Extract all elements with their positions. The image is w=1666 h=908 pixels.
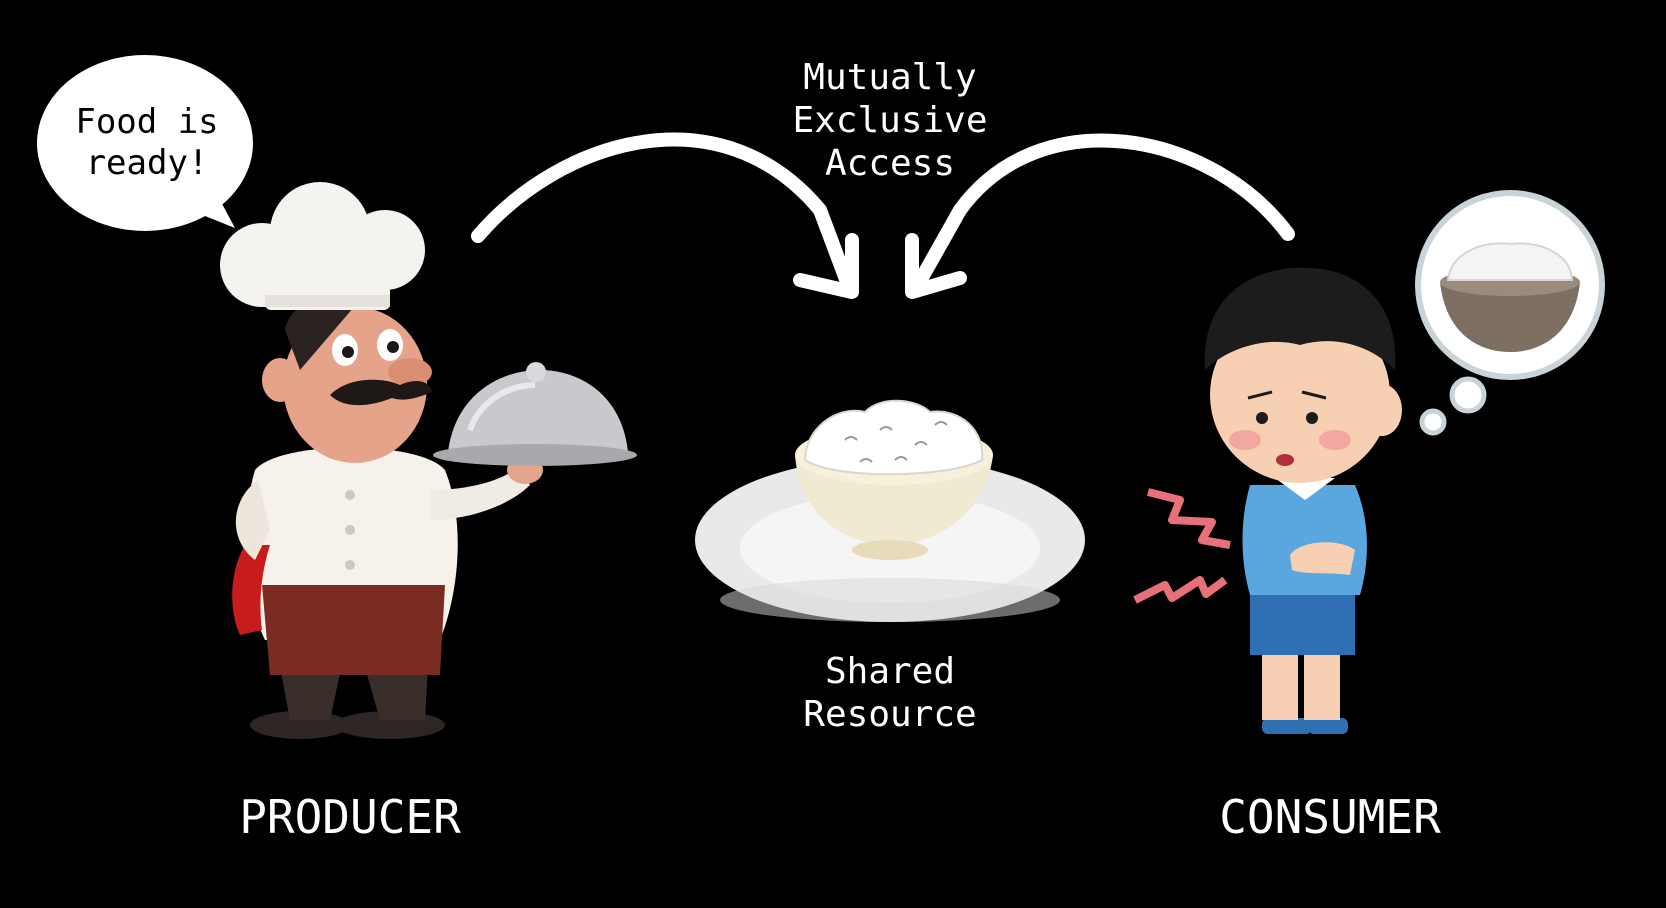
consumer-label: CONSUMER (1219, 790, 1441, 844)
rice-bowl-thought-icon (1415, 190, 1605, 436)
shared-resource-label: Shared Resource (803, 651, 977, 736)
producer-label: PRODUCER (239, 790, 461, 844)
hungry-boy-icon (1133, 267, 1402, 734)
arrow-consumer-to-resource (905, 133, 1295, 299)
mutual-exclusion-label: Mutually Exclusive Access (792, 57, 988, 185)
arrow-producer-to-resource (471, 132, 859, 299)
chef-icon (220, 182, 637, 739)
rice-bowl-plate-icon (695, 399, 1085, 622)
speech-bubble (37, 55, 253, 231)
speech-bubble-text: Food is ready! (75, 102, 219, 183)
